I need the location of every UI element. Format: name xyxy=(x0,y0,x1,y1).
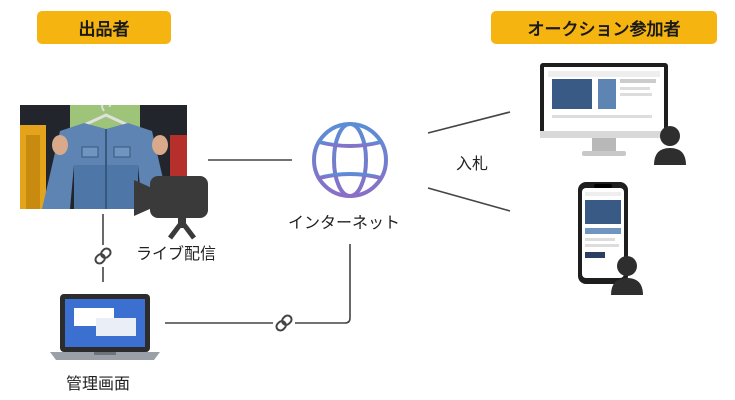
user-icon xyxy=(611,255,643,295)
live-stream-label: ライブ配信 xyxy=(136,240,216,264)
bid-label: 入札 xyxy=(456,150,488,174)
admin-screen-label: 管理画面 xyxy=(66,370,130,394)
user-icon xyxy=(654,125,686,165)
monitor-icon xyxy=(540,63,670,163)
globe-icon xyxy=(310,120,390,200)
laptop-icon xyxy=(50,292,160,362)
link-icon xyxy=(273,312,295,334)
internet-label: インターネット xyxy=(288,209,400,233)
link-icon xyxy=(92,245,114,267)
